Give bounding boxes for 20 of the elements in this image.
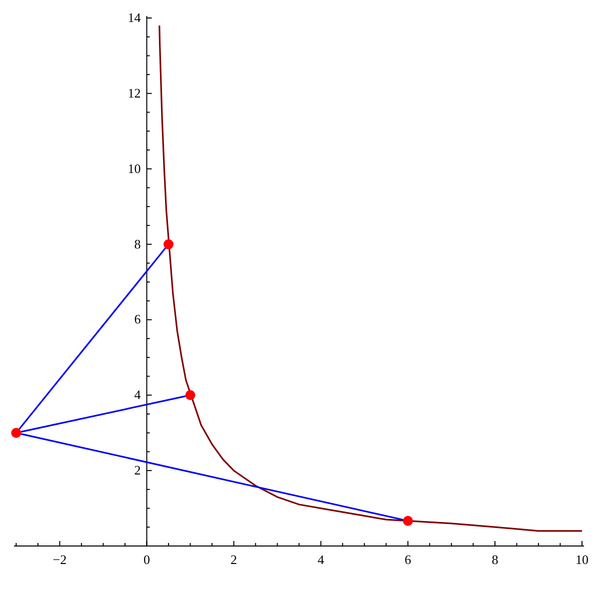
line-segment: [20, 395, 186, 433]
point-marker: [402, 516, 413, 526]
tick-label: 6: [404, 552, 412, 567]
tick-label: 2: [230, 552, 238, 567]
tick-label: 4: [134, 387, 141, 402]
tick-label: 12: [128, 85, 141, 100]
tick-label: −2: [52, 552, 67, 567]
tick-label: 10: [128, 160, 141, 176]
tick-label: 4: [318, 552, 324, 567]
tick-label: 14: [128, 10, 141, 25]
tick-label: 6: [134, 312, 141, 327]
tick-label: 8: [134, 236, 141, 252]
point-marker: [11, 428, 22, 438]
tick-label: 2: [134, 462, 141, 478]
line-segment: [20, 433, 404, 521]
tick-label: 8: [492, 552, 498, 567]
point-marker: [164, 239, 174, 250]
tick-label: 10: [576, 552, 588, 567]
tick-label: 0: [144, 552, 150, 567]
point-marker: [185, 390, 196, 400]
